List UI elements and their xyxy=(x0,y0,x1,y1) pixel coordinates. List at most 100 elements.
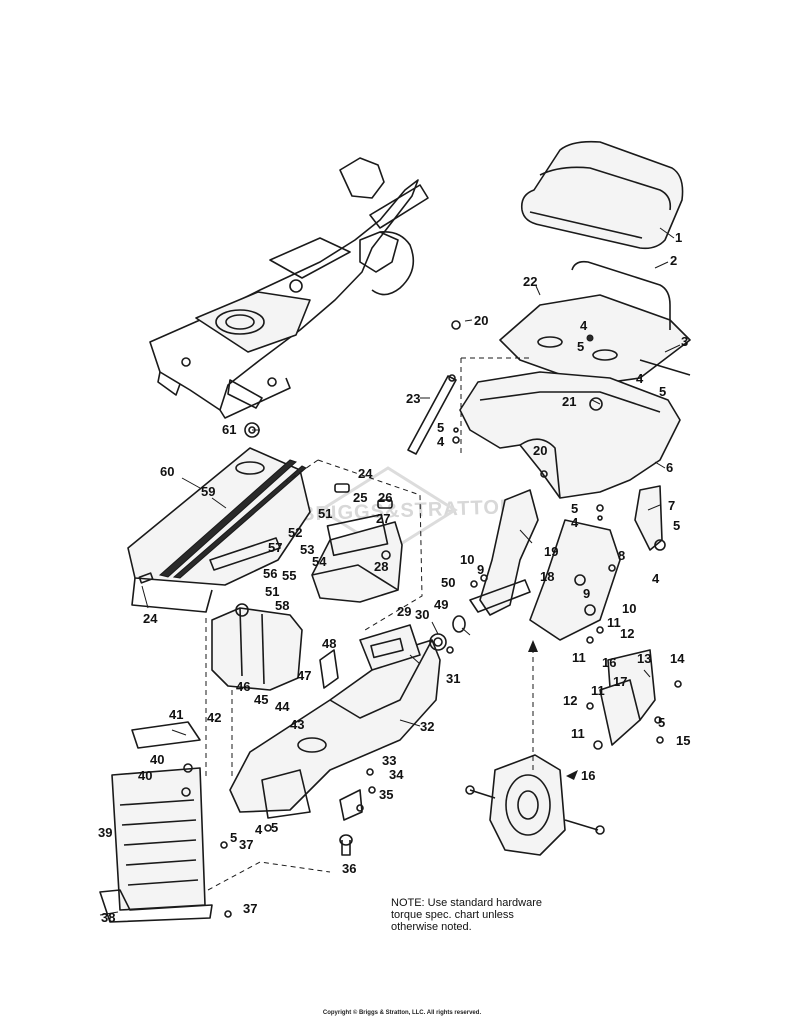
seat xyxy=(520,140,684,250)
callout-49: 49 xyxy=(434,597,448,612)
callout-5: 5 xyxy=(673,518,680,533)
callout-34: 34 xyxy=(389,767,404,782)
callout-17: 17 xyxy=(613,674,627,689)
dash-panel xyxy=(311,483,403,603)
copyright-footer: Copyright © Briggs & Stratton, LLC. All … xyxy=(322,1010,482,1016)
fender xyxy=(459,357,681,499)
callout-7: 7 xyxy=(668,498,675,513)
callout-4: 4 xyxy=(437,434,445,449)
callout-46: 46 xyxy=(236,679,250,694)
callout-47: 47 xyxy=(297,668,311,683)
callout-12: 12 xyxy=(620,626,634,641)
callout-26: 26 xyxy=(378,490,392,505)
callout-30: 30 xyxy=(415,607,429,622)
hardware xyxy=(220,320,682,918)
callout-24: 24 xyxy=(143,611,158,626)
callout-8: 8 xyxy=(618,548,625,563)
callouts: 1 2 3 4 5 4 5 6 20 22 21 23 5 4 20 61 60… xyxy=(98,230,690,925)
callout-3: 3 xyxy=(681,334,688,349)
chassis xyxy=(229,624,447,856)
transaxle xyxy=(465,754,605,856)
callout-58: 58 xyxy=(275,598,289,613)
callout-16: 16 xyxy=(602,655,616,670)
callout-5: 5 xyxy=(658,715,665,730)
callout-10: 10 xyxy=(622,601,636,616)
callout-5: 5 xyxy=(437,420,444,435)
callout-59: 59 xyxy=(201,484,215,499)
callout-9: 9 xyxy=(477,562,484,577)
callout-4: 4 xyxy=(255,822,263,837)
callout-4: 4 xyxy=(571,515,579,530)
callout-5: 5 xyxy=(659,384,666,399)
callout-25: 25 xyxy=(353,490,367,505)
callout-21: 21 xyxy=(562,394,576,409)
callout-4: 4 xyxy=(636,371,644,386)
callout-55: 55 xyxy=(282,568,296,583)
callout-5: 5 xyxy=(271,820,278,835)
callout-5: 5 xyxy=(230,830,237,845)
hood xyxy=(127,422,311,613)
callout-29: 29 xyxy=(397,604,411,619)
callout-42: 42 xyxy=(207,710,221,725)
callout-54: 54 xyxy=(312,554,327,569)
callout-5: 5 xyxy=(577,339,584,354)
callout-36: 36 xyxy=(342,861,356,876)
callout-22: 22 xyxy=(523,274,537,289)
callout-60: 60 xyxy=(160,464,174,479)
callout-24: 24 xyxy=(358,466,373,481)
callout-45: 45 xyxy=(254,692,268,707)
callout-39: 39 xyxy=(98,825,112,840)
callout-2: 2 xyxy=(670,253,677,268)
callout-50: 50 xyxy=(441,575,455,590)
callout-57: 57 xyxy=(268,540,282,555)
callout-20: 20 xyxy=(474,313,488,328)
callout-41: 41 xyxy=(169,707,183,722)
callout-19: 19 xyxy=(544,544,558,559)
callout-35: 35 xyxy=(379,787,393,802)
assembly-arrow-up xyxy=(528,640,538,652)
main-frame xyxy=(149,157,429,419)
note-line: torque spec. chart unless xyxy=(391,909,514,921)
callout-44: 44 xyxy=(275,699,290,714)
callout-6: 6 xyxy=(666,460,673,475)
callout-37: 37 xyxy=(239,837,253,852)
leader-lines xyxy=(99,227,681,916)
callout-27: 27 xyxy=(376,511,390,526)
seat-support-rod xyxy=(407,374,457,455)
callout-61: 61 xyxy=(222,422,236,437)
callout-4: 4 xyxy=(652,571,660,586)
callout-48: 48 xyxy=(322,636,336,651)
callout-5: 5 xyxy=(571,501,578,516)
callout-4: 4 xyxy=(580,318,588,333)
callout-18: 18 xyxy=(540,569,554,584)
callout-1: 1 xyxy=(675,230,682,245)
callout-28: 28 xyxy=(374,559,388,574)
callout-56: 56 xyxy=(263,566,277,581)
callout-20: 20 xyxy=(533,443,547,458)
fuel-tank xyxy=(205,603,303,780)
note-line: NOTE: Use standard hardware xyxy=(391,897,543,909)
callout-51: 51 xyxy=(265,584,279,599)
callout-23: 23 xyxy=(406,391,420,406)
callout-52: 52 xyxy=(288,525,302,540)
callout-51: 51 xyxy=(318,506,332,521)
callout-11: 11 xyxy=(571,726,585,741)
callout-15: 15 xyxy=(676,733,690,748)
callout-32: 32 xyxy=(420,719,434,734)
callout-13: 13 xyxy=(637,651,651,666)
callout-10: 10 xyxy=(460,552,474,567)
callout-33: 33 xyxy=(382,753,396,768)
callout-11: 11 xyxy=(572,650,586,665)
callout-11: 11 xyxy=(591,683,605,698)
seat-pan xyxy=(499,260,691,386)
assembly-arrow-right xyxy=(566,770,578,780)
note-line: otherwise noted. xyxy=(391,921,472,933)
callout-16: 16 xyxy=(581,768,595,783)
callout-31: 31 xyxy=(446,671,460,686)
callout-40: 40 xyxy=(150,752,164,767)
grille xyxy=(99,721,331,923)
callout-11: 11 xyxy=(607,615,621,630)
callout-12: 12 xyxy=(563,693,577,708)
